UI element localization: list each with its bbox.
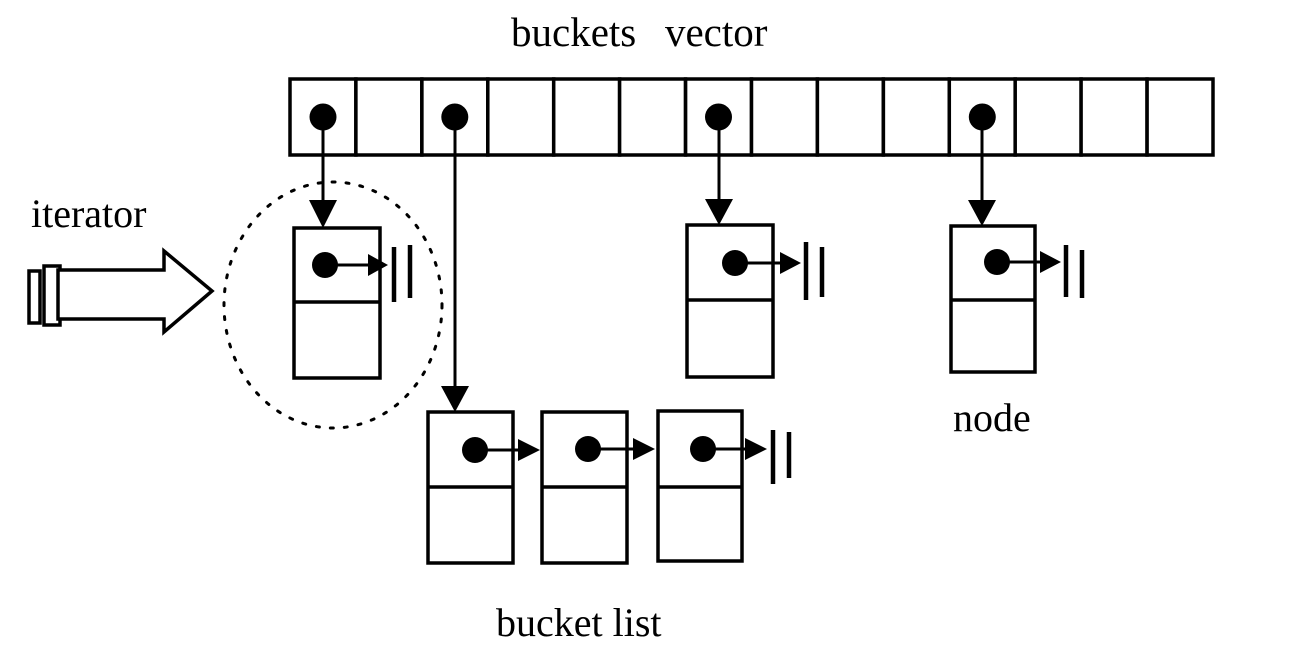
vector-pointer-arrows [309, 129, 996, 412]
next-pointer-arrowhead [745, 438, 767, 460]
next-pointer-arrowhead [780, 252, 801, 274]
circled-node [292, 226, 413, 380]
vector-pointer-dot-2 [441, 103, 469, 131]
right-node [949, 224, 1085, 374]
vector-cell-11 [1013, 77, 1083, 157]
next-pointer-arrowhead [633, 438, 655, 460]
bucket-list-node-2 [540, 410, 655, 565]
bucket-list-node-1 [426, 410, 540, 565]
vector-cell-12 [1079, 77, 1149, 157]
next-pointer-arrowhead [368, 254, 388, 276]
vector-cell-3 [486, 77, 556, 157]
arrowhead-to-middle-node [705, 199, 733, 225]
vector-pointer-dot-10 [968, 103, 996, 131]
vector-cell-13 [1145, 77, 1215, 157]
node-label: node [953, 395, 1031, 440]
vector-cell-8 [815, 77, 886, 157]
bucket-list-label: bucket list [496, 600, 662, 645]
middle-node [685, 223, 825, 379]
iterator-arrow [27, 247, 215, 336]
bucket-list-node-3 [656, 409, 792, 563]
next-pointer-arrowhead [518, 439, 540, 461]
vector-cell-1 [354, 77, 424, 157]
buckets-vector-label: buckets vector [511, 9, 768, 55]
iterator-arrow-tail-bar [27, 269, 42, 325]
arrowhead-to-circled-node [309, 200, 337, 228]
buckets-vector [288, 77, 1215, 157]
vector-cell-5 [617, 77, 688, 157]
vector-cell-7 [749, 77, 820, 157]
next-pointer-arrowhead [1040, 251, 1061, 273]
vector-cell-4 [551, 77, 622, 157]
vector-pointer-dot-6 [705, 103, 732, 131]
vector-pointer-dot-0 [309, 103, 337, 131]
iterator-arrow-body [56, 247, 215, 336]
vector-cell-9 [881, 77, 952, 157]
dashed-highlight-ellipse [222, 180, 444, 430]
bucket-list-chain [426, 409, 792, 565]
arrowhead-to-right-node [968, 200, 996, 226]
arrowhead-to-bucket-list [441, 386, 469, 412]
iterator-label: iterator [31, 191, 147, 236]
